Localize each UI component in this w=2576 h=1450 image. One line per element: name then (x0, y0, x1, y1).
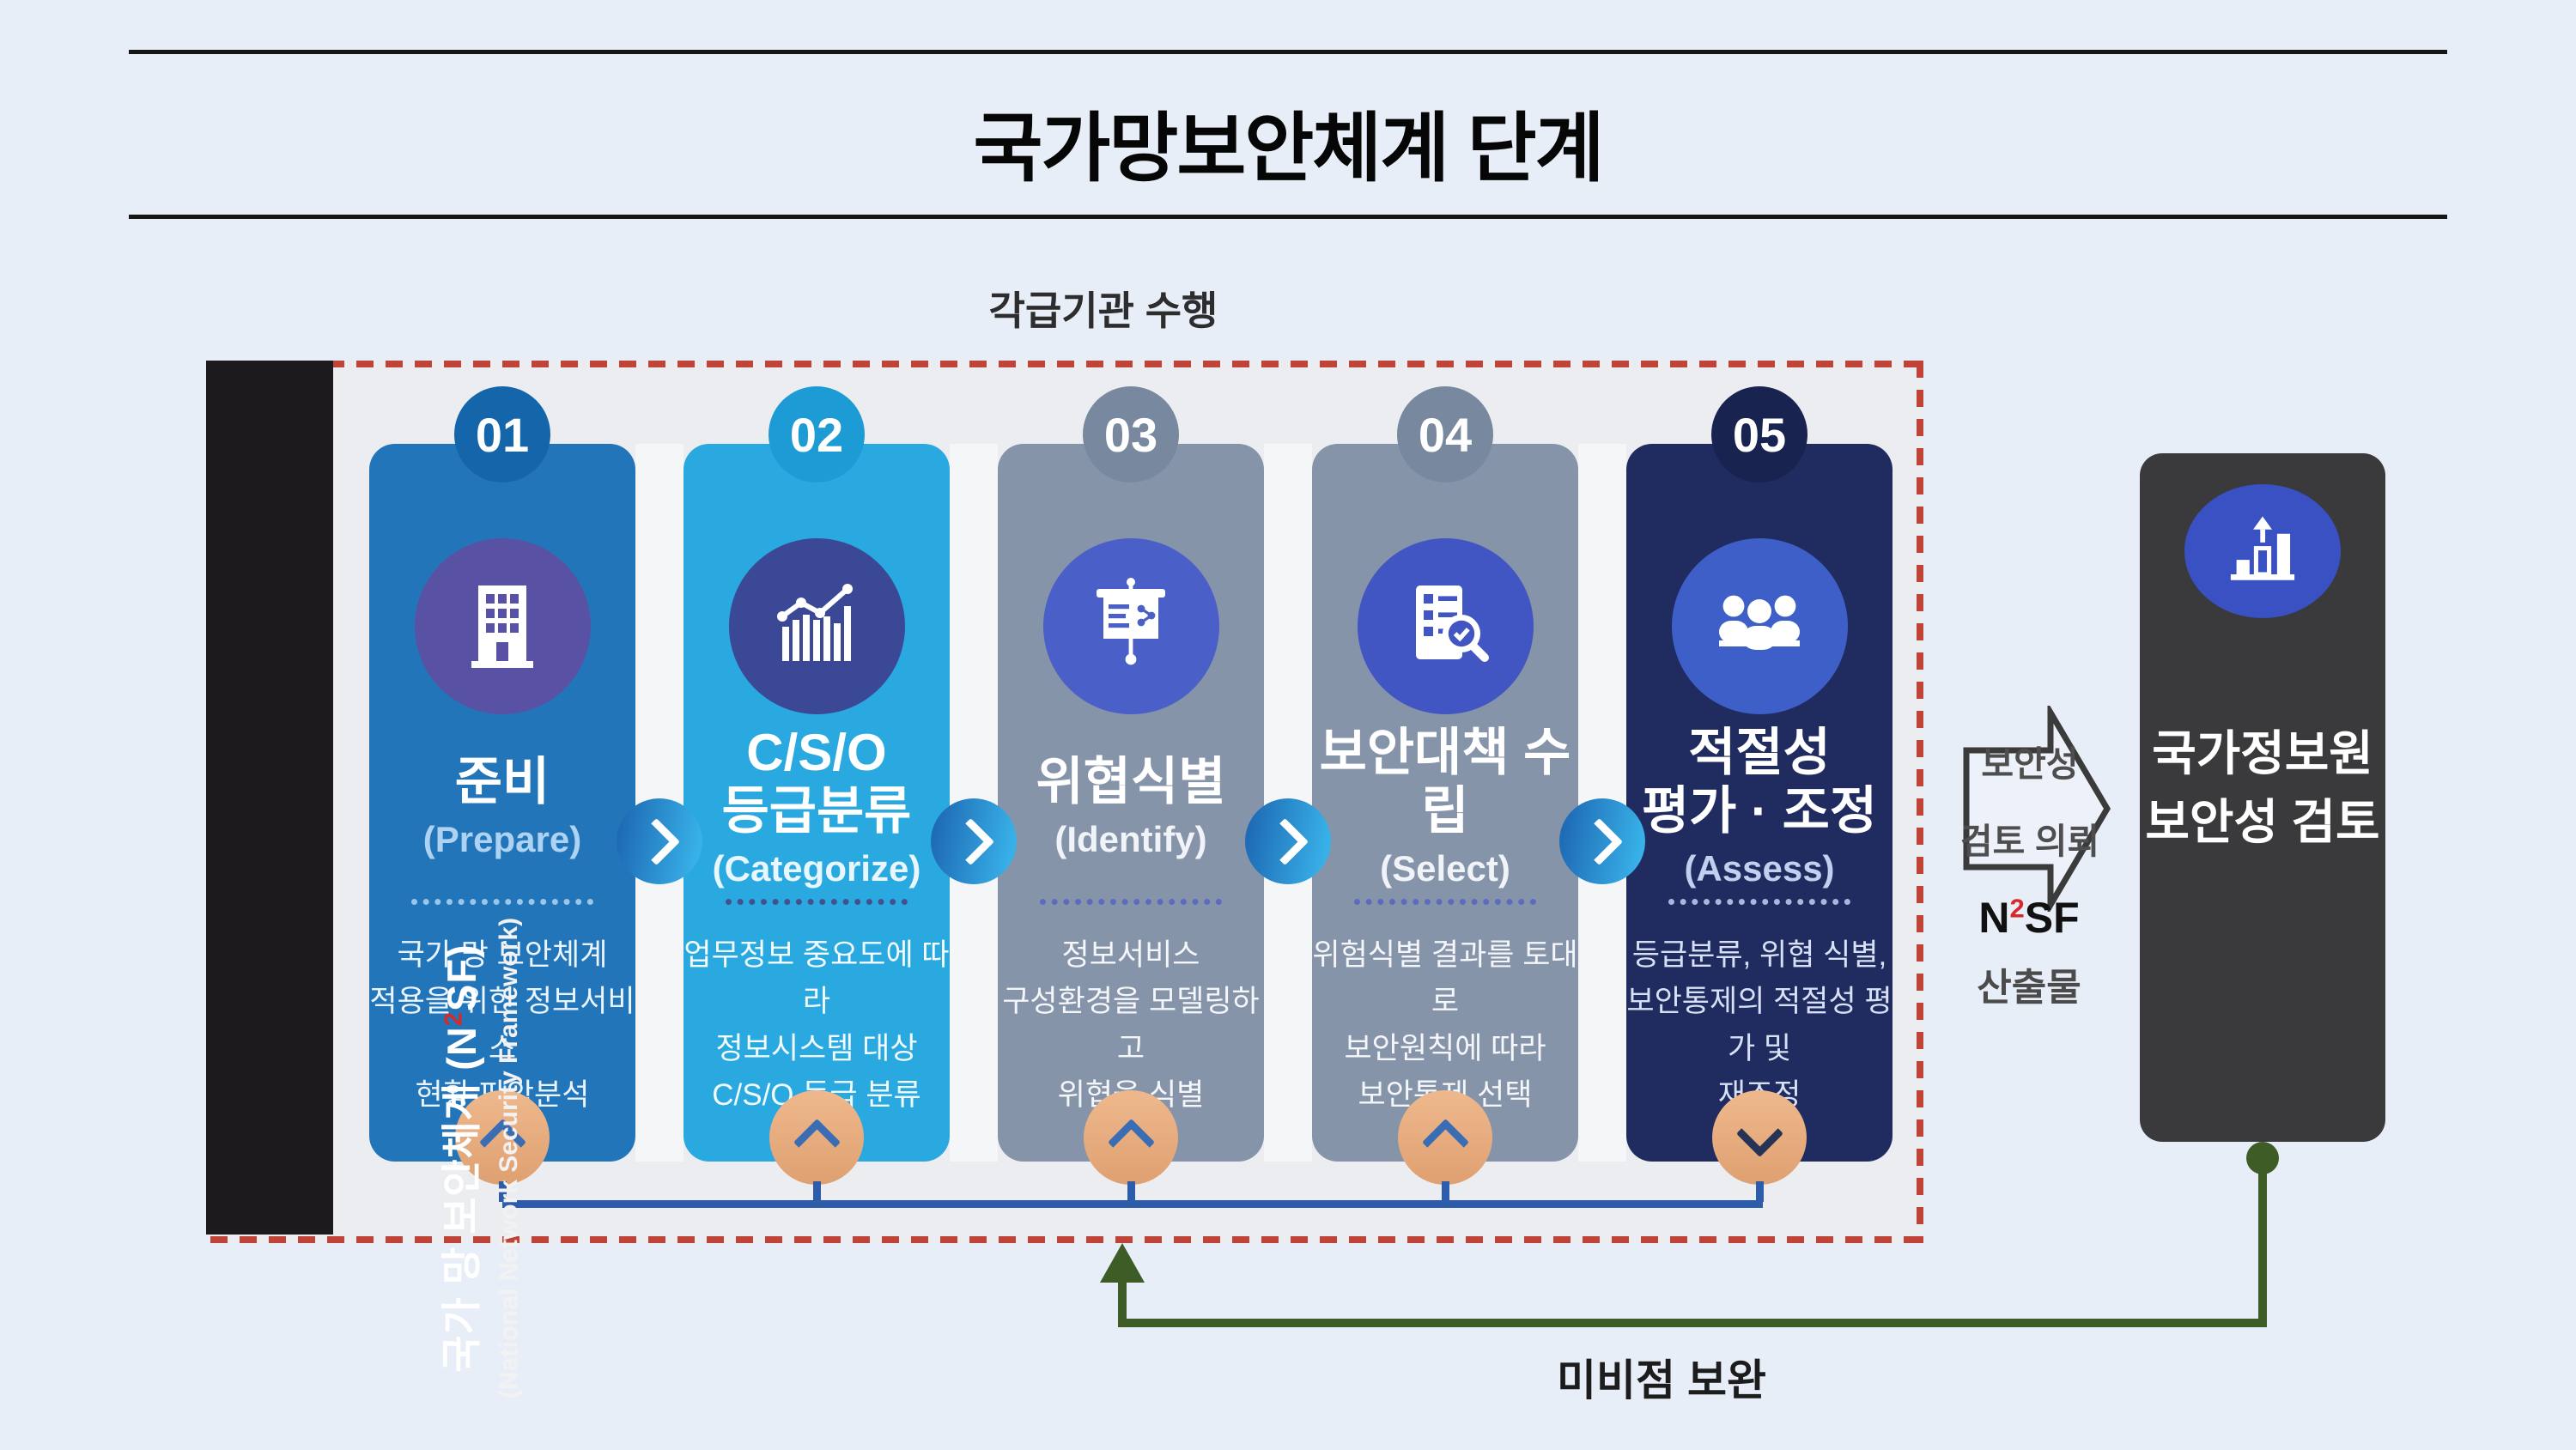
superscript-2: 2 (439, 1011, 467, 1027)
connector-stub (813, 1181, 821, 1202)
stage-title: 위협식별 (1036, 752, 1226, 810)
stage-title-block: C/S/O 등급분류 (Categorize) (713, 714, 921, 899)
stage-subtitle: (Select) (1380, 847, 1510, 889)
chevron-up-icon (1107, 1118, 1155, 1166)
connector-stub (1756, 1181, 1764, 1202)
chevron-up-icon (1421, 1118, 1469, 1166)
feedback-origin-dot (2246, 1142, 2279, 1174)
feedback-path (1118, 1281, 1127, 1324)
people-group-icon (1671, 538, 1848, 714)
stage-badge: 03 (1083, 386, 1179, 482)
stage-title: C/S/O 등급분류 (721, 724, 912, 840)
stage-return-button (455, 1090, 550, 1185)
stage-title: 적절성 평가 · 조정 (1641, 724, 1878, 840)
nsf-output-label: N2SF 산출물 (1977, 893, 2081, 1009)
stage-description: 정보서비스 구성환경을 모델링하고 위협을 식별 (1002, 938, 1260, 1112)
stage-title-block: 적절성 평가 · 조정 (Assess) (1642, 714, 1877, 899)
stage-card-body: 보안대책 수립 (Select) 위험식별 결과를 토대로 보안원칙에 따라 보… (1312, 444, 1578, 1162)
next-step-arrow-icon (931, 798, 1017, 884)
stage-card-01: 01 준비 (Prepare) 국가 망 보안체계 적용을 위한 정보서비스 현… (369, 386, 635, 1245)
review-card-title: 국가정보원 보안성 검토 (2145, 726, 2380, 849)
sidebar-subtitle: (National Network Security Framework) (494, 917, 523, 1399)
stage-card-body: 적절성 평가 · 조정 (Assess) 등급분류, 위협 식별, 보안통제의 … (1626, 444, 1893, 1162)
next-step-arrow-icon (1559, 798, 1645, 884)
superscript-2: 2 (2009, 893, 2025, 924)
framework-sidebar: 국가 망 보안체계 (N2SF) (National Network Secur… (206, 361, 523, 1398)
stage-card-05: 05 적절성 평가 · 조정 (Assess) 등급분류, 위협 식별, 보안통… (1626, 386, 1893, 1245)
connector-stub (499, 1181, 507, 1202)
connector-stub (1442, 1181, 1449, 1202)
building-icon (414, 538, 591, 714)
feedback-arrowhead-icon (1100, 1243, 1145, 1283)
presentation-model-icon (1042, 538, 1219, 714)
stage-return-button (1084, 1090, 1178, 1185)
stage-description: 등급분류, 위협 식별, 보안통제의 적절성 평가 및 재조정 (1626, 938, 1893, 1112)
process-box-border-right (1917, 361, 1923, 1243)
stage-title-block: 준비 (Prepare) (423, 714, 581, 899)
stage-card-03: 03 위협식별 (Identify) 정보서비스 구성환경을 모 (998, 386, 1264, 1245)
stage-title-block: 위협식별 (Identify) (1036, 714, 1226, 899)
growth-chart-icon (2184, 484, 2341, 618)
stage-subtitle: (Assess) (1684, 847, 1835, 889)
checklist-magnifier-icon (1357, 538, 1534, 714)
stage-title: 보안대책 수립 (1319, 724, 1571, 840)
stage-card-body: 준비 (Prepare) 국가 망 보안체계 적용을 위한 정보서비스 현황 파… (369, 444, 635, 1162)
stage-card-body: C/S/O 등급분류 (Categorize) 업무정보 중요도에 따라 정보시… (683, 444, 950, 1162)
stage-return-button (1712, 1090, 1807, 1185)
title-rule-bottom (129, 215, 2447, 219)
stage-badge: 04 (1397, 386, 1493, 482)
stage-return-button (1398, 1090, 1492, 1185)
stage-title: 준비 (454, 752, 550, 810)
bar-chart-trend-icon (728, 538, 905, 714)
stage-card-02: 02 C/S/O 등급분류 (Categorize) 업무정보 중요도에 따라 … (683, 386, 950, 1245)
stage-badge: 01 (454, 386, 550, 482)
stage-divider (411, 899, 593, 905)
next-step-arrow-icon (1245, 798, 1331, 884)
review-request-arrow-icon (1963, 706, 2111, 912)
stage-divider (1354, 899, 1536, 905)
page-title: 국가망보안체계 단계 (973, 106, 1604, 191)
stage-divider (1040, 899, 1222, 905)
stage-subtitle: (Identify) (1054, 819, 1207, 860)
stage-connector-line (502, 1200, 1763, 1208)
chevron-up-icon (793, 1118, 841, 1166)
feedback-label: 미비점 보완 (1557, 1356, 1766, 1404)
stage-badge: 02 (769, 386, 865, 482)
process-box-border-top (210, 361, 1923, 367)
stage-card-body: 위협식별 (Identify) 정보서비스 구성환경을 모델링하고 위협을 식별 (998, 444, 1264, 1162)
process-box-border-bottom (210, 1236, 1923, 1243)
feedback-path (1118, 1319, 2267, 1327)
review-request-label: 보안성 검토 의뢰 (1959, 744, 2100, 861)
next-step-arrow-icon (617, 798, 702, 884)
stage-return-button (769, 1090, 864, 1185)
stage-divider (726, 899, 908, 905)
connector-stub (1127, 1181, 1135, 1202)
chevron-down-icon (1735, 1109, 1783, 1157)
stage-description: 국가 망 보안체계 적용을 위한 정보서비스 현황 파악분석 (369, 938, 635, 1112)
stage-badge: 05 (1711, 386, 1807, 482)
stage-card-04: 04 보안대책 수립 (Select) 위험식별 결과를 토대로 보안원칙에 따… (1312, 386, 1578, 1245)
sidebar-title: 국가 망 보안체계 (N2SF) (438, 943, 484, 1373)
review-card: 국가정보원 보안성 검토 (2140, 453, 2385, 1142)
sidebar-rotated-text: 국가 망 보안체계 (N2SF) (National Network Secur… (412, 721, 539, 1450)
stage-subtitle: (Prepare) (422, 819, 582, 860)
stage-subtitle: (Categorize) (712, 847, 921, 889)
title-rule-top (129, 50, 2447, 54)
feedback-path (2258, 1161, 2267, 1324)
stage-divider (1668, 899, 1850, 905)
stage-title-block: 보안대책 수립 (Select) (1312, 714, 1578, 899)
scope-label: 각급기관 수행 (988, 288, 1218, 333)
